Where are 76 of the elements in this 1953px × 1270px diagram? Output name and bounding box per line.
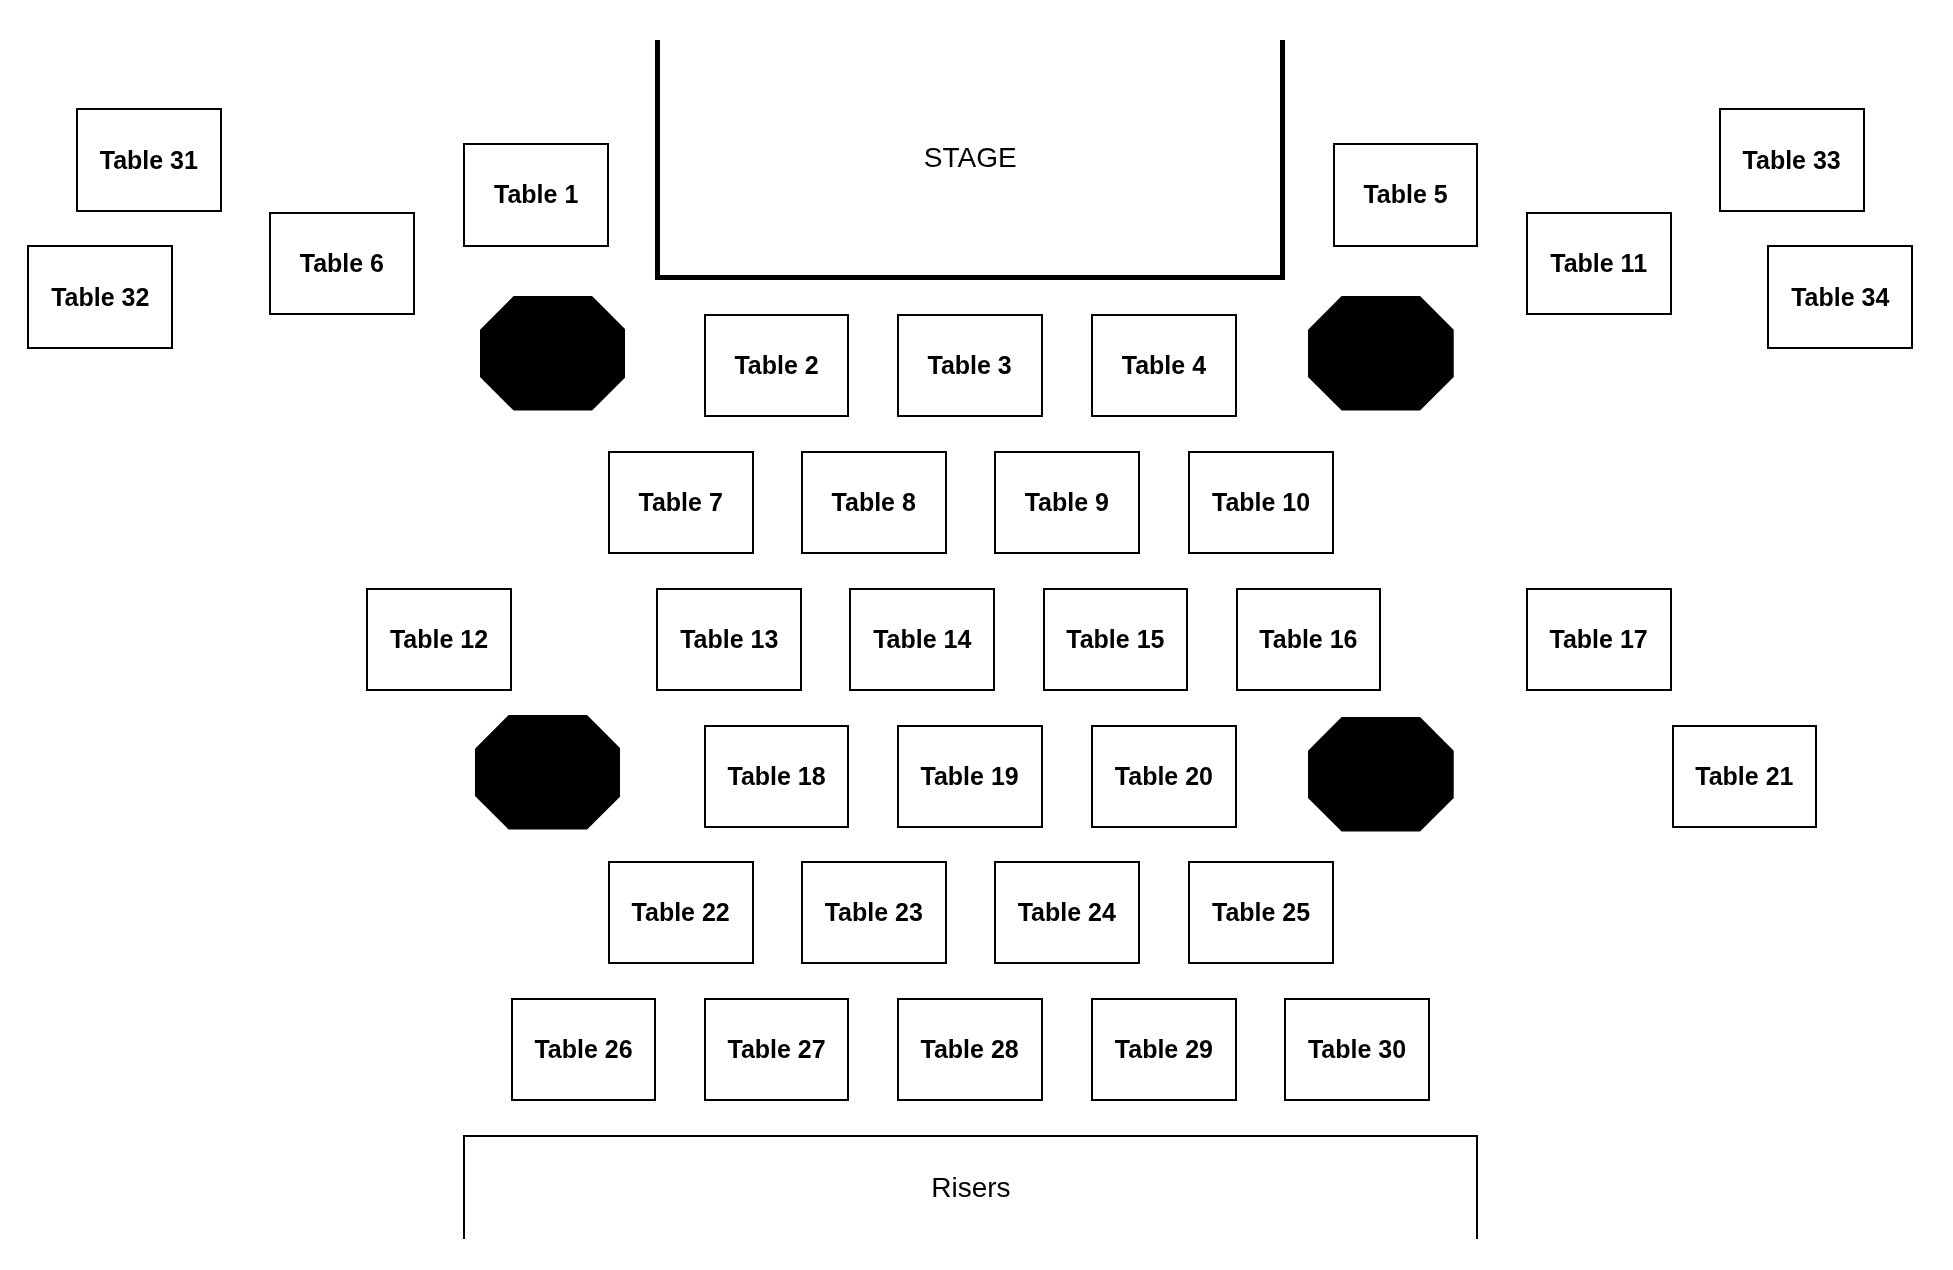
table-box [1525, 587, 1672, 692]
table-label: Table 26 [534, 1034, 633, 1064]
table-label: Table 25 [1212, 897, 1311, 927]
table-label: Table 6 [299, 248, 385, 278]
table-label: Table 13 [680, 625, 779, 655]
stage-label: STAGE [923, 141, 1017, 174]
octagon-pillar [474, 714, 621, 830]
table-label: Table 11 [1550, 248, 1648, 278]
risers-area [463, 1134, 1479, 1240]
table-box [1188, 860, 1334, 965]
risers-label: Risers [931, 1172, 1011, 1204]
table-box [1235, 587, 1382, 692]
table-label: Table 34 [1791, 282, 1890, 312]
table-box [896, 724, 1043, 829]
table-box [1767, 245, 1914, 349]
table-label: Table 15 [1066, 625, 1165, 655]
octagon-pillar [1307, 717, 1454, 832]
table-label: Table 20 [1114, 762, 1214, 792]
stage-area [655, 39, 1286, 281]
table-box [800, 860, 947, 965]
table-label: Table 24 [1017, 897, 1116, 927]
table-label: Table 10 [1212, 488, 1311, 518]
table-box [269, 211, 415, 316]
table-box [993, 450, 1140, 555]
table-box [607, 450, 754, 555]
table-label: Table 8 [831, 488, 916, 518]
table-box [1091, 313, 1237, 418]
table-label: Table 5 [1363, 180, 1448, 210]
table-box [27, 245, 174, 349]
table-box [896, 997, 1043, 1102]
table-box [703, 313, 850, 418]
table-box [75, 108, 222, 212]
table-label: Table 23 [824, 897, 923, 927]
table-label: Table 32 [51, 282, 150, 312]
table-box [849, 587, 996, 692]
table-box [800, 450, 947, 555]
table-box [1671, 724, 1818, 829]
table-label: Table 12 [389, 625, 489, 655]
table-label: Table 27 [727, 1034, 826, 1064]
table-label: Table 7 [638, 488, 723, 518]
table-label: Table 21 [1695, 762, 1794, 792]
table-label: Table 3 [927, 351, 1012, 381]
table-label: Table 19 [920, 762, 1019, 792]
table-box [1091, 997, 1237, 1102]
table-box [703, 724, 850, 829]
table-label: Table 22 [631, 897, 730, 927]
octagon-pillar [1307, 296, 1454, 411]
table-label: Table 2 [734, 351, 819, 381]
table-box [1091, 724, 1237, 829]
table-label: Table 9 [1024, 488, 1109, 518]
table-label: Table 28 [920, 1034, 1019, 1064]
table-box [896, 313, 1043, 418]
table-box [1718, 108, 1865, 212]
table-box [366, 587, 512, 692]
table-box [703, 997, 850, 1102]
table-label: Table 17 [1549, 625, 1648, 655]
table-label: Table 33 [1742, 145, 1841, 175]
table-label: Table 1 [494, 180, 579, 210]
table-label: Table 18 [727, 762, 826, 792]
table-box [1525, 211, 1672, 316]
table-label: Table 4 [1121, 351, 1207, 381]
table-box [1042, 587, 1189, 692]
table-label: Table 16 [1259, 625, 1358, 655]
table-label: Table 30 [1307, 1034, 1407, 1064]
table-box [510, 997, 657, 1102]
octagon-pillar [479, 296, 626, 411]
table-box [656, 587, 803, 692]
table-label: Table 31 [99, 145, 198, 175]
table-label: Table 29 [1114, 1034, 1214, 1064]
table-box [1284, 997, 1430, 1102]
table-box [1188, 450, 1334, 555]
table-label: Table 14 [873, 625, 972, 655]
table-box [463, 143, 610, 247]
table-box [993, 860, 1140, 965]
table-box [1332, 143, 1479, 247]
table-box [607, 860, 754, 965]
